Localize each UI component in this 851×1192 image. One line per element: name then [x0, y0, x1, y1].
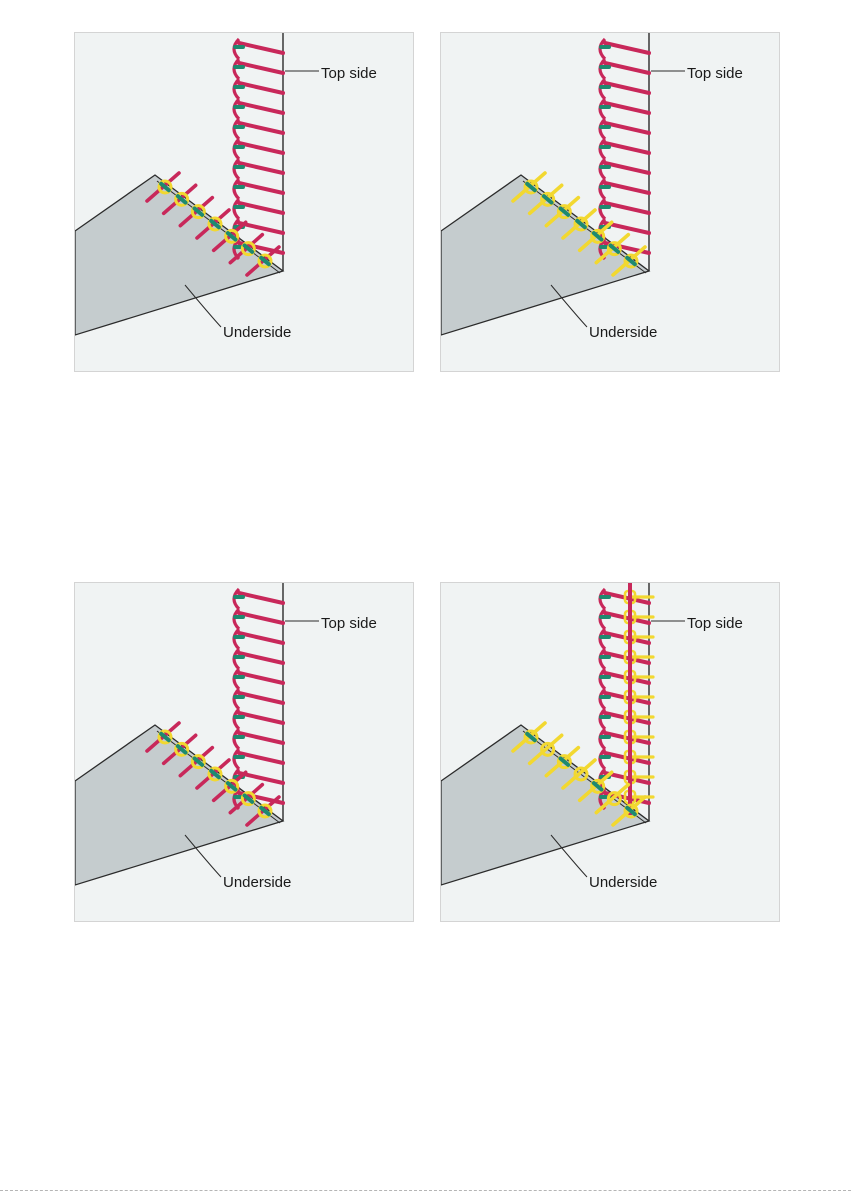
tack-stitch	[599, 205, 611, 209]
top-side-label: Top side	[687, 616, 743, 631]
stitch-illustration-3	[75, 583, 414, 922]
tack-stitch	[599, 735, 611, 739]
tack-stitch	[599, 755, 611, 759]
underside-label: Underside	[589, 875, 657, 890]
underside-label: Underside	[589, 325, 657, 340]
tack-stitch	[233, 65, 245, 69]
tack-stitch	[599, 65, 611, 69]
tack-stitch	[233, 125, 245, 129]
tack-stitch	[233, 145, 245, 149]
underside-label: Underside	[223, 875, 291, 890]
tack-stitch	[599, 655, 611, 659]
tack-stitch	[599, 145, 611, 149]
stitch-illustration-4	[441, 583, 780, 922]
tack-stitch	[233, 655, 245, 659]
diagram-panel-2: Top side Underside	[440, 32, 780, 372]
top-side-label: Top side	[687, 66, 743, 81]
tack-stitch	[599, 125, 611, 129]
page-bottom-rule	[0, 1190, 851, 1191]
stitch-illustration-1	[75, 33, 414, 372]
tack-stitch	[599, 165, 611, 169]
tack-stitch	[233, 165, 245, 169]
stitch-illustration-2	[441, 33, 780, 372]
tack-stitch	[233, 45, 245, 49]
tack-stitch	[599, 595, 611, 599]
tack-stitch	[233, 85, 245, 89]
tack-stitch	[599, 715, 611, 719]
underside-label: Underside	[223, 325, 291, 340]
tack-stitch	[599, 45, 611, 49]
tack-stitch	[599, 85, 611, 89]
tack-stitch	[599, 105, 611, 109]
diagram-panel-4: Top side Underside	[440, 582, 780, 922]
tack-stitch	[599, 615, 611, 619]
tack-stitch	[233, 675, 245, 679]
tack-stitch	[233, 755, 245, 759]
tack-stitch	[233, 715, 245, 719]
tack-stitch	[233, 635, 245, 639]
diagram-panel-3: Top side Underside	[74, 582, 414, 922]
tack-stitch	[233, 695, 245, 699]
tack-stitch	[233, 595, 245, 599]
tack-stitch	[233, 615, 245, 619]
tack-stitch	[599, 185, 611, 189]
tack-stitch	[233, 105, 245, 109]
tack-stitch	[233, 205, 245, 209]
tack-stitch	[599, 695, 611, 699]
top-side-label: Top side	[321, 616, 377, 631]
tack-stitch	[233, 185, 245, 189]
top-side-label: Top side	[321, 66, 377, 81]
tack-stitch	[599, 635, 611, 639]
tack-stitch	[599, 675, 611, 679]
tack-stitch	[233, 735, 245, 739]
diagram-panel-1: Top side Underside	[74, 32, 414, 372]
